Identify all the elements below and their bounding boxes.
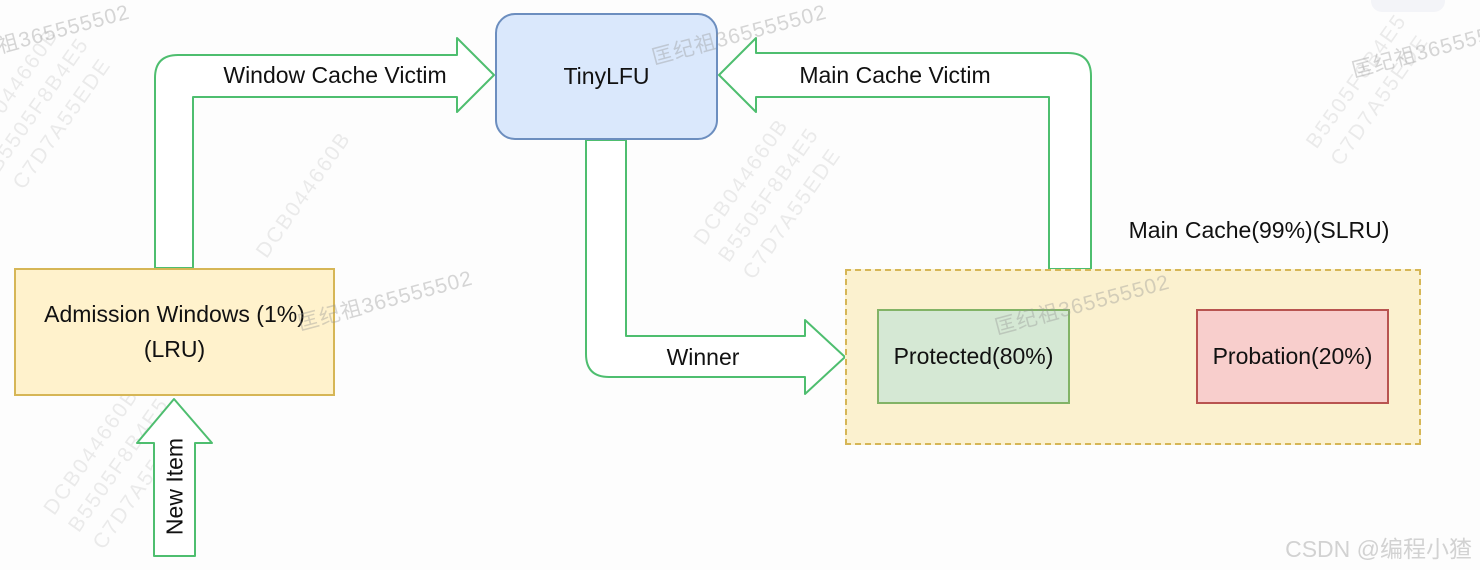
probation-segment-node: Probation(20%) (1196, 309, 1389, 404)
csdn-watermark: CSDN @编程小猹 (1285, 536, 1472, 562)
protected-segment-node: Protected(80%) (877, 309, 1070, 404)
window-cache-victim-label: Window Cache Victim (223, 62, 447, 88)
main-cache-victim-arrow (718, 37, 1092, 270)
admission-window-node: Admission Windows (1%) (LRU) (14, 268, 335, 396)
top-edge-pill-artifact (1371, 0, 1445, 12)
main-cache-victim-label: Main Cache Victim (799, 62, 991, 88)
new-item-arrow (136, 398, 213, 557)
winner-arrow (585, 139, 846, 395)
window-cache-victim-arrow (154, 37, 495, 269)
new-item-label: New Item (161, 437, 188, 536)
winner-label: Winner (666, 344, 740, 370)
tinylfu-node: TinyLFU (495, 13, 718, 140)
main-cache-title: Main Cache(99%)(SLRU) (1128, 217, 1390, 243)
